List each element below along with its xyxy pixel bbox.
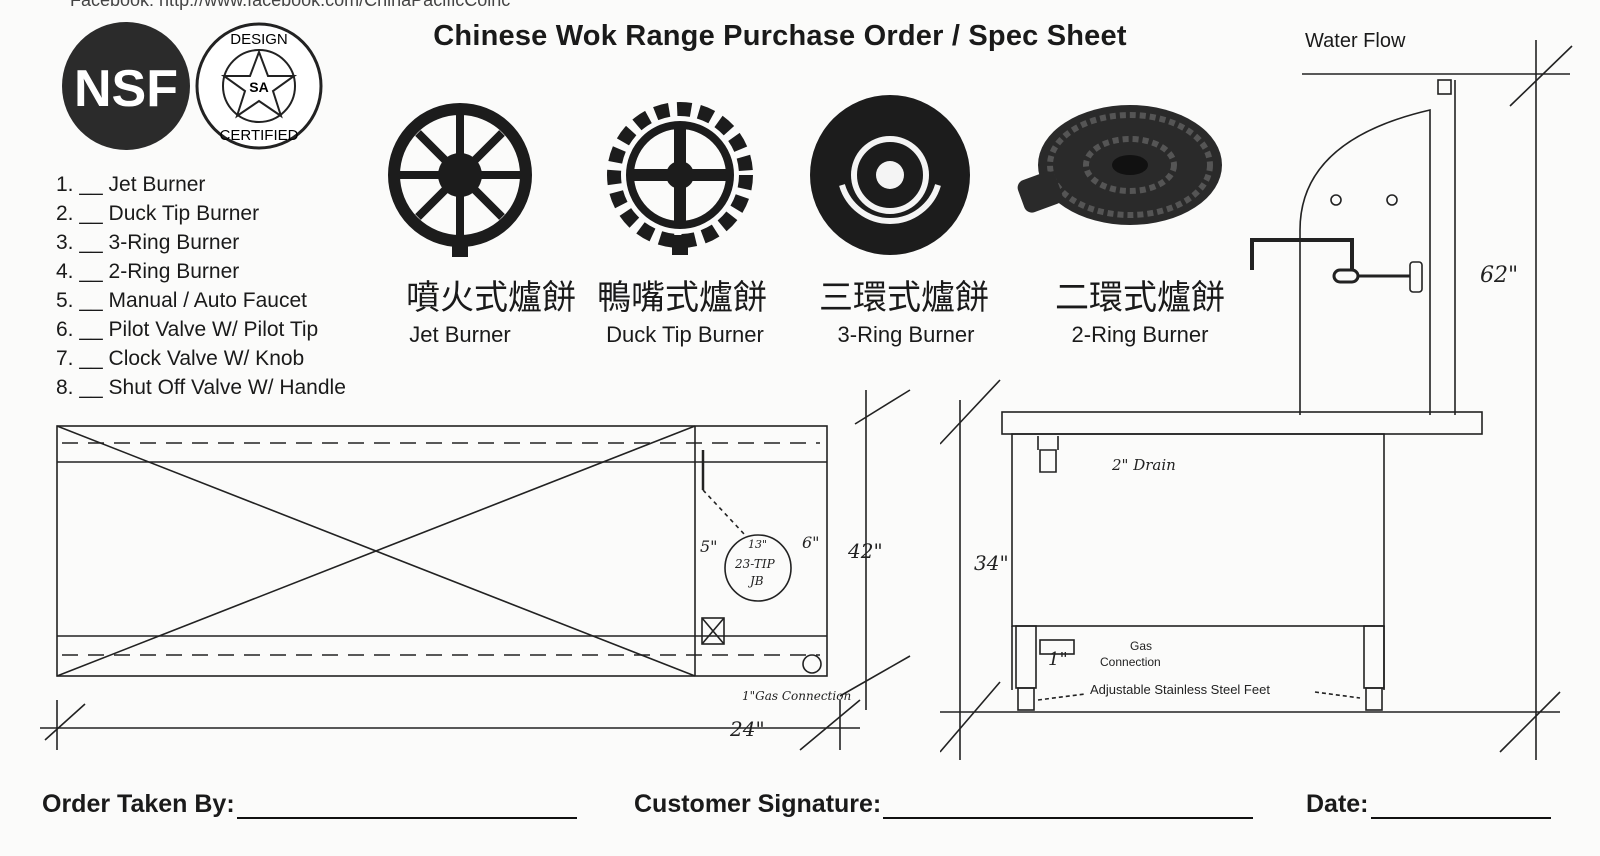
order-taken-by-field[interactable]: Order Taken By:	[42, 790, 577, 819]
seal-bottom-text: CERTIFIED	[220, 127, 299, 144]
date-field[interactable]: Date:	[1306, 790, 1551, 819]
gas-label: Connection	[1100, 655, 1161, 669]
range-outline	[56, 425, 828, 677]
dim-6: 6"	[802, 533, 820, 552]
burner-en-label: Duck Tip Burner	[606, 322, 764, 347]
nsf-logo-text: NSF	[74, 60, 178, 118]
gas-size: 1"	[1048, 649, 1068, 670]
order-taken-by-line[interactable]	[236, 795, 577, 819]
gas-note: 1"Gas Connection	[742, 689, 851, 703]
burner-cn-label: 鴨嘴式爐餅	[597, 278, 767, 318]
checklist-item[interactable]: 7. __ Clock Valve W/ Knob	[56, 347, 305, 370]
burner-cn-label: 噴火式爐餅	[406, 278, 576, 318]
burner-images	[388, 95, 1222, 257]
checklist-item[interactable]: 6. __ Pilot Valve W/ Pilot Tip	[56, 318, 319, 341]
component-checklist: 1. __ Jet Burner 2. __ Duck Tip Burner 3…	[56, 170, 346, 402]
top-view-drawing: 24" 42" 5" 6" 13" 23-TIP JB 1"Gas Connec…	[40, 389, 911, 751]
cross-line	[56, 425, 696, 677]
page-title: Chinese Wok Range Purchase Order / Spec …	[433, 20, 1127, 52]
dim-width: 24"	[729, 717, 765, 741]
burner-cn-label: 二環式爐餅	[1055, 278, 1225, 318]
checklist-item[interactable]: 3. __ 3-Ring Burner	[56, 231, 240, 254]
dim-5: 5"	[700, 537, 718, 556]
burner-cn-label: 三環式爐餅	[819, 278, 989, 318]
design-certified-seal-icon: SA DESIGN CERTIFIED	[195, 22, 323, 150]
checklist-item[interactable]: 8. __ Shut Off Valve W/ Handle	[56, 376, 346, 399]
date-line[interactable]	[1370, 795, 1551, 819]
checklist-item[interactable]: 1. __ Jet Burner	[56, 173, 206, 196]
checklist-item[interactable]: 2. __ Duck Tip Burner	[56, 202, 260, 225]
dim-height: 62"	[1480, 263, 1518, 288]
valve-box-icon	[701, 617, 725, 645]
certification-logos: NSF SA DESIGN CERTIFIED	[62, 22, 323, 150]
order-taken-by-label: Order Taken By:	[42, 790, 235, 818]
burner-note: 13"	[748, 538, 767, 551]
gas-connection-icon	[802, 654, 822, 674]
checklist-item[interactable]: 5. __ Manual / Auto Faucet	[56, 289, 307, 312]
customer-signature-line[interactable]	[883, 795, 1254, 819]
customer-signature-field[interactable]: Customer Signature:	[634, 790, 1254, 819]
duck-tip-burner-icon	[607, 102, 753, 255]
burner-en-label: Jet Burner	[409, 322, 511, 347]
burner-en-label: 2-Ring Burner	[1071, 322, 1209, 347]
feet-label: Adjustable Stainless Steel Feet	[1090, 682, 1270, 697]
nsf-logo-icon: NSF	[62, 22, 190, 150]
dim-depth: 42"	[847, 539, 883, 563]
seal-top-text: DESIGN	[230, 31, 288, 48]
burner-en-label: 3-Ring Burner	[837, 322, 975, 347]
burner-note: 23-TIP	[734, 557, 776, 571]
burner-position-circle	[724, 534, 792, 602]
two-ring-burner-icon	[1017, 105, 1222, 225]
customer-signature-label: Customer Signature:	[634, 790, 882, 818]
three-ring-burner-icon	[810, 95, 970, 255]
burner-note: JB	[747, 574, 764, 588]
water-flow-label: Water Flow	[1305, 30, 1406, 52]
gas-label: Gas	[1130, 639, 1152, 653]
side-view-drawing: 62" 34" 2" Drain 1" Gas Connection Adjus…	[940, 40, 1573, 760]
dim-counter: 34"	[974, 551, 1009, 575]
date-label: Date:	[1306, 790, 1369, 818]
facebook-url: Facebook: http://www.facebook.com/ChinaP…	[70, 0, 511, 10]
checklist-item[interactable]: 4. __ 2-Ring Burner	[56, 260, 240, 283]
drain-label: 2" Drain	[1111, 456, 1176, 474]
jet-burner-icon	[388, 103, 532, 257]
seal-center-text: SA	[249, 79, 268, 95]
